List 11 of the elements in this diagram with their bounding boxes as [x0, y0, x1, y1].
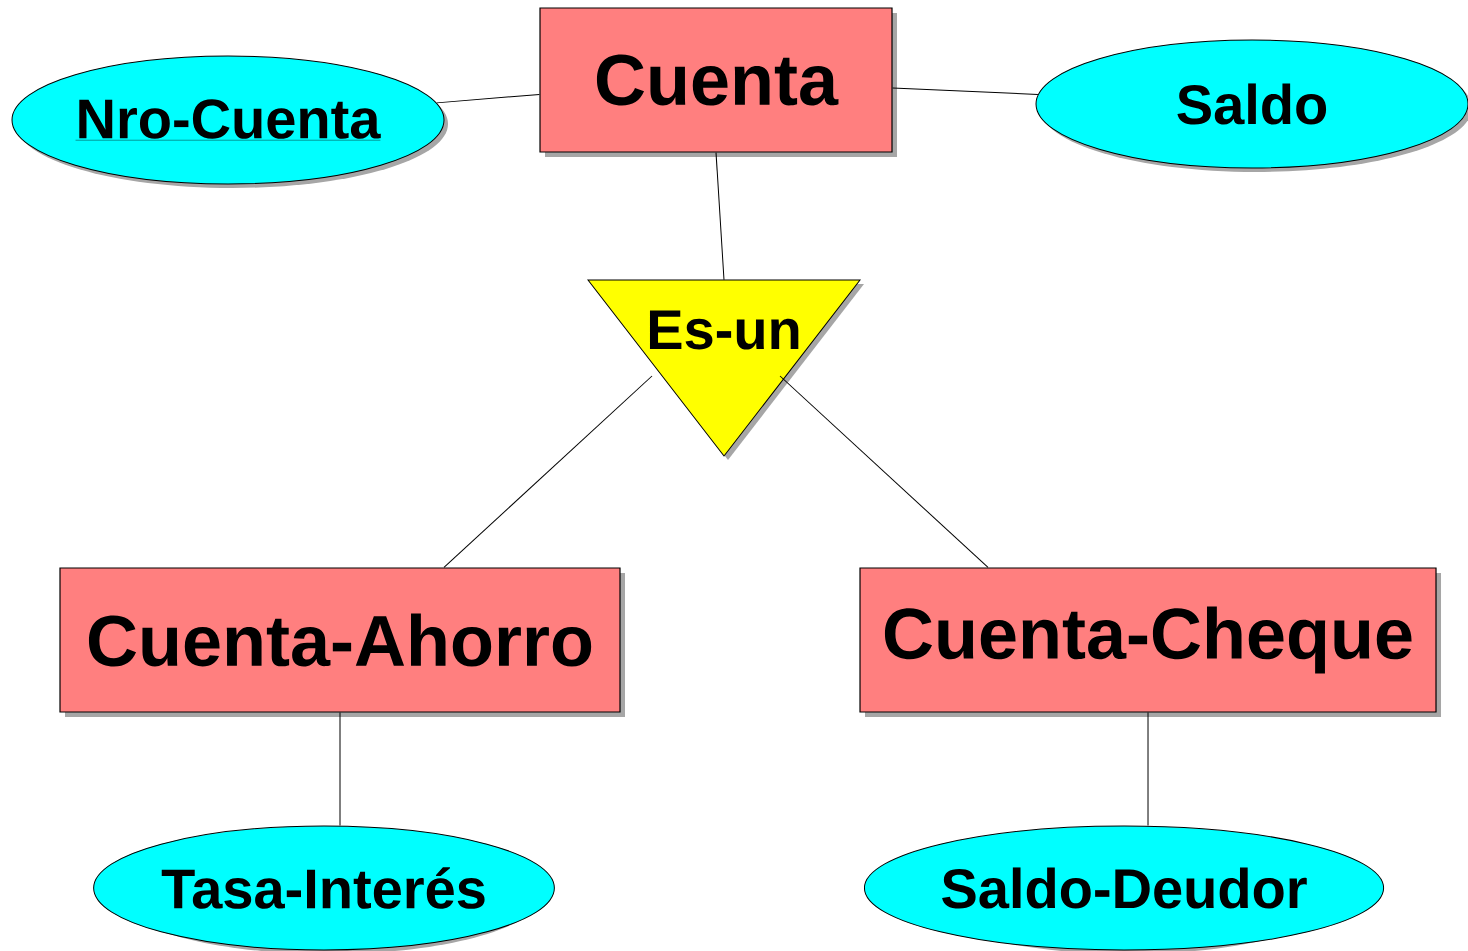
entity-box: Cuenta-Cheque	[859, 567, 1441, 717]
entity-box: Cuenta	[539, 7, 897, 157]
connector-line	[715, 152, 725, 281]
connector-line	[1147, 712, 1149, 826]
connector-line	[436, 93, 540, 104]
connector-line	[892, 87, 1039, 95]
entity-box: Cuenta-Ahorro	[59, 567, 625, 717]
connector-line	[779, 375, 989, 568]
connector-line	[443, 375, 653, 568]
isa-triangle: Es-un	[587, 279, 864, 460]
connector-line	[339, 712, 341, 826]
